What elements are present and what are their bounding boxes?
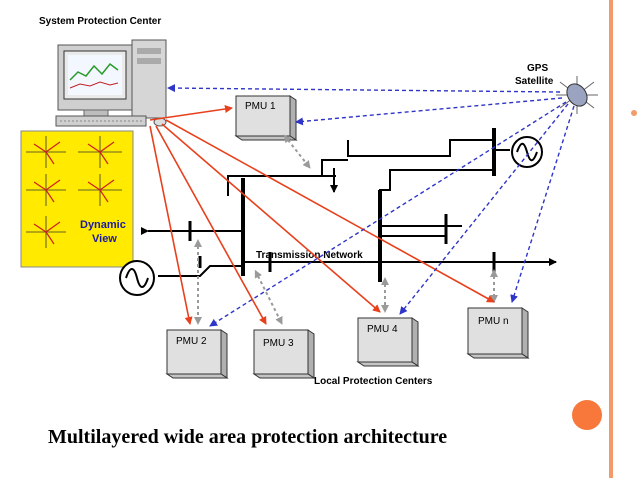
pmu-3-label: PMU 3 (263, 338, 294, 349)
generator-left-icon (119, 260, 155, 296)
generator-right-icon (511, 136, 543, 168)
gps-sync-links (167, 84, 575, 327)
slide-caption: Multilayered wide area protection archit… (48, 426, 448, 448)
system-center-label: System Protection Center (39, 16, 161, 27)
accent-dot (631, 110, 637, 116)
pmu-n-box: PMU n (466, 307, 530, 359)
transmission-label: Transmission Network (256, 250, 363, 261)
gps-label-1: GPS (527, 63, 548, 74)
dynamic-label-1: Dynamic (80, 219, 126, 231)
pmu-4-box: PMU 4 (356, 317, 420, 367)
accent-circle (572, 400, 602, 430)
slide-border (609, 0, 613, 478)
pmu-3-box: PMU 3 (252, 329, 316, 379)
satellite-icon (556, 76, 598, 114)
pmu-1-box: PMU 1 (234, 95, 298, 141)
local-centers-label: Local Protection Centers (314, 376, 433, 387)
transmission-network (141, 128, 557, 282)
gps-label-2: Satellite (515, 76, 554, 87)
pmu-communication-links (149, 105, 495, 325)
pmu-n-label: PMU n (478, 316, 509, 327)
pmu-1-label: PMU 1 (245, 101, 276, 112)
measurement-links (194, 134, 498, 325)
dynamic-view-panel: Dynamic View (20, 130, 134, 268)
dynamic-label-2: View (92, 233, 117, 245)
pmu-2-label: PMU 2 (176, 336, 207, 347)
pmu-2-box: PMU 2 (165, 329, 229, 379)
computer-icon (55, 39, 167, 127)
pmu-4-label: PMU 4 (367, 324, 398, 335)
